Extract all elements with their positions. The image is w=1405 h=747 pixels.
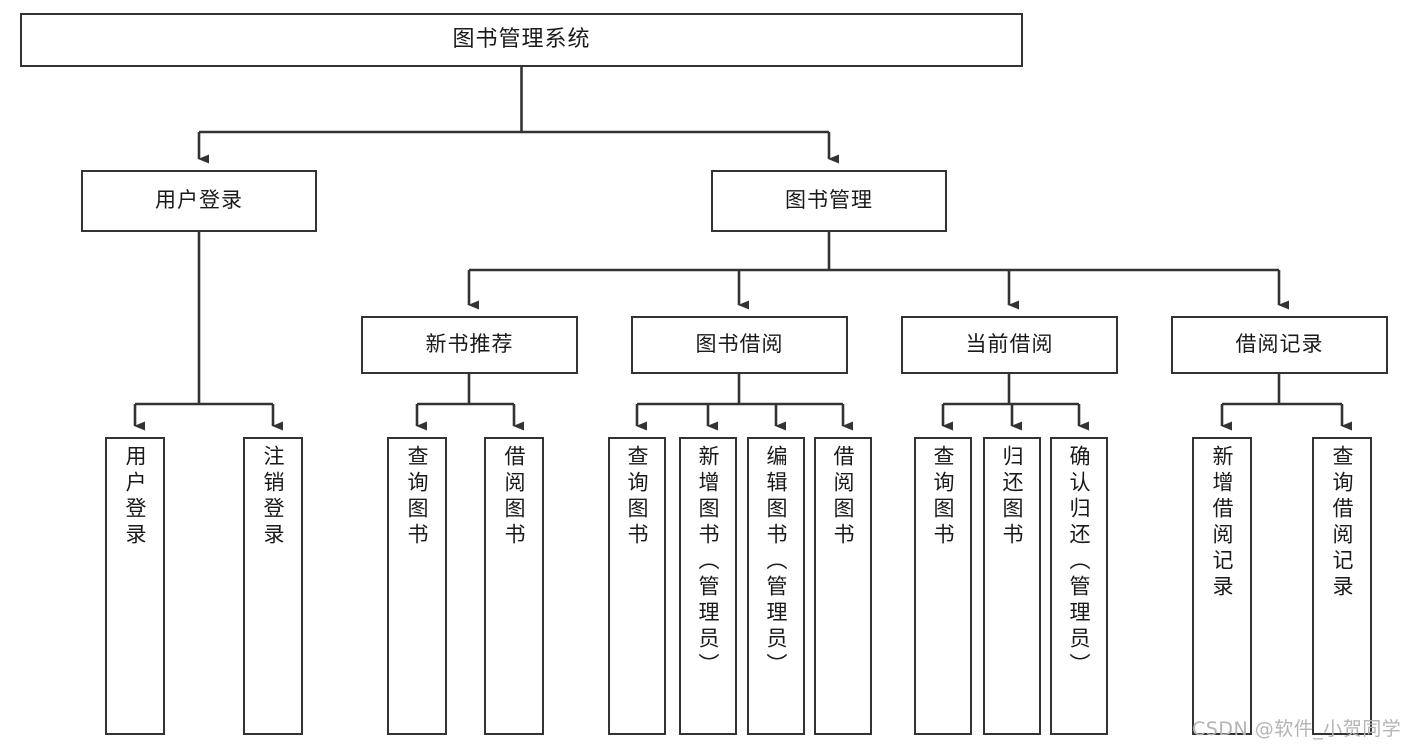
node-label: 归还图书	[1000, 445, 1025, 549]
node-label: 确认归还（管理员）	[1067, 445, 1092, 679]
node-label: 新增图书（管理员）	[696, 445, 721, 679]
node-new-book-rec[interactable]: 新书推荐	[361, 316, 578, 374]
node-book-manage[interactable]: 图书管理	[711, 170, 947, 232]
node-label: 图书借阅	[695, 332, 784, 357]
node-label: 查询借阅记录	[1330, 445, 1355, 601]
node-leaf-edit-book[interactable]: 编辑图书（管理员）	[747, 437, 805, 735]
node-label: 借阅图书	[502, 445, 527, 549]
node-label: 新增借阅记录	[1210, 445, 1235, 601]
edges-newbook-to-leaves	[415, 374, 524, 431]
node-label: 注销登录	[261, 445, 286, 549]
edges-bookborrow-to-leaves	[635, 374, 853, 431]
node-label: 查询图书	[931, 445, 956, 549]
node-leaf-add-record[interactable]: 新增借阅记录	[1192, 437, 1252, 735]
edges-currentborrow-to-leaves	[941, 374, 1089, 431]
node-leaf-borrow-book[interactable]: 借阅图书	[814, 437, 872, 735]
edges-root-to-level2	[197, 67, 839, 164]
node-label: 当前借阅	[965, 332, 1054, 357]
node-label: 新书推荐	[425, 332, 514, 357]
edges-borrowrecord-to-leaves	[1220, 374, 1352, 431]
node-book-borrow[interactable]: 图书借阅	[631, 316, 848, 374]
node-label: 用户登录	[155, 188, 243, 213]
node-label: 借阅记录	[1235, 332, 1324, 357]
node-label: 编辑图书（管理员）	[764, 445, 789, 679]
node-leaf-add-book[interactable]: 新增图书（管理员）	[679, 437, 737, 735]
node-label: 查询图书	[625, 445, 650, 549]
node-user-login[interactable]: 用户登录	[81, 170, 317, 232]
node-leaf-return-book[interactable]: 归还图书	[983, 437, 1041, 735]
edges-userlogin-to-leaves	[133, 232, 283, 431]
node-leaf-logout[interactable]: 注销登录	[243, 437, 303, 735]
node-current-borrow[interactable]: 当前借阅	[901, 316, 1118, 374]
node-leaf-query-book-borrow[interactable]: 查询图书	[608, 437, 666, 735]
edges-bookmanage-to-level3	[467, 232, 1289, 310]
node-label: 查询图书	[405, 445, 430, 549]
node-leaf-query-book-rec[interactable]: 查询图书	[387, 437, 447, 735]
node-leaf-borrow-book-rec[interactable]: 借阅图书	[484, 437, 544, 735]
node-leaf-user-login[interactable]: 用户登录	[105, 437, 165, 735]
node-leaf-query-book-current[interactable]: 查询图书	[914, 437, 972, 735]
node-borrow-record[interactable]: 借阅记录	[1171, 316, 1388, 374]
node-root-system[interactable]: 图书管理系统	[20, 13, 1023, 67]
node-leaf-query-record[interactable]: 查询借阅记录	[1312, 437, 1372, 735]
node-label: 借阅图书	[831, 445, 856, 549]
node-label: 用户登录	[123, 445, 148, 549]
node-label: 图书管理系统	[452, 26, 591, 52]
node-label: 图书管理	[785, 188, 873, 213]
node-leaf-confirm-return[interactable]: 确认归还（管理员）	[1050, 437, 1108, 735]
csdn-watermark: CSDN @软件_小贺同学	[1192, 718, 1402, 740]
